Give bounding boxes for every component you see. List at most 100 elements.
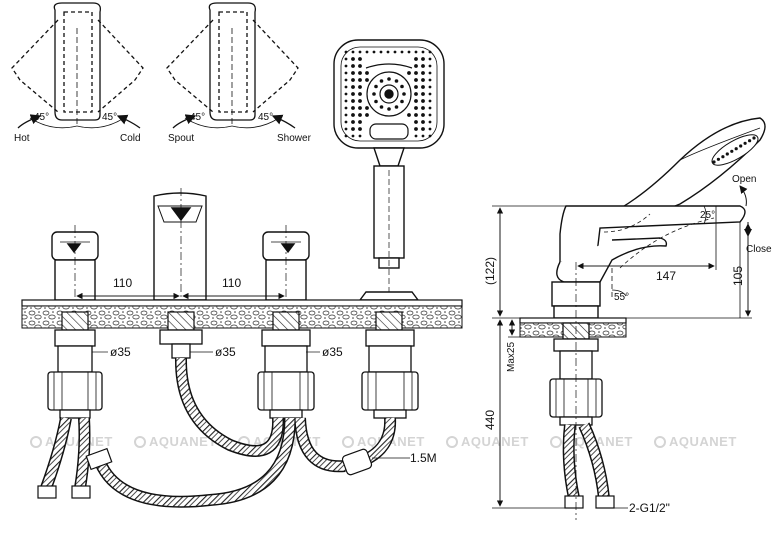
nozzle-dot — [358, 57, 362, 61]
side-angle-guides — [611, 205, 718, 300]
nozzle-dot — [414, 127, 418, 131]
nozzle-dot — [344, 106, 348, 110]
nozzle-dot — [428, 50, 432, 54]
nozzle-dot — [351, 85, 355, 89]
nozzle-dot — [379, 79, 384, 83]
thread-label: 2-G1/2" — [629, 501, 670, 515]
nozzle-dot — [414, 134, 418, 138]
nozzle-dot — [421, 85, 425, 89]
nozzle-dot — [351, 99, 355, 103]
nozzle-dot — [344, 113, 348, 117]
side-shower-head — [604, 117, 766, 227]
diameter-2-label: ø35 — [215, 345, 236, 359]
side-nozzle-dot — [739, 144, 743, 148]
side-nozzle-dot — [752, 136, 756, 140]
nozzle-dot — [365, 71, 369, 75]
aquanet-logo-icon: AQUANET — [446, 434, 529, 449]
nozzle-dot — [351, 106, 355, 110]
nozzle-dot — [386, 50, 390, 54]
cold-arrow-icon — [116, 114, 141, 129]
angle-bottom-label: 55° — [614, 292, 629, 303]
nozzle-dot — [358, 78, 362, 82]
nozzle-dot — [428, 120, 432, 124]
nozzle-dot — [351, 113, 355, 117]
nozzle-dot — [358, 64, 362, 68]
hose-fittings — [37, 447, 373, 499]
deck-slab — [21, 299, 463, 329]
open-arrow-icon — [739, 185, 748, 207]
height-105-label: 105 — [731, 266, 745, 286]
nozzle-dot — [379, 50, 383, 54]
nozzle-dot — [351, 57, 355, 61]
nozzle-dot — [344, 57, 348, 61]
angle-shower: 45° — [258, 112, 273, 123]
max-deck-label: Max25 — [506, 342, 517, 372]
side-nozzle-dot — [743, 141, 747, 145]
nozzle-dot — [421, 71, 425, 75]
nozzle-dot — [400, 99, 404, 104]
nozzle-dot — [379, 105, 384, 109]
nozzle-dot — [358, 113, 362, 117]
nozzle-dot — [428, 71, 432, 75]
nozzle-dot — [365, 106, 369, 110]
angle-spout: 45° — [190, 112, 205, 123]
reach-147-label: 147 — [656, 269, 676, 283]
side-nozzle-dot — [725, 152, 729, 156]
nozzle-dot — [344, 134, 348, 138]
side-hose-fittings — [564, 495, 615, 509]
threaded-shanks — [61, 311, 403, 331]
side-nozzle-dot — [734, 147, 738, 151]
nozzle-dot — [428, 78, 432, 82]
nozzle-dot — [421, 50, 425, 54]
nozzle-dot — [358, 120, 362, 124]
nozzle-dot — [344, 92, 348, 96]
height-440-label: 440 — [483, 410, 497, 430]
side-nozzle-dot — [712, 160, 716, 164]
nozzle-dot — [428, 99, 432, 103]
nozzle-dot — [421, 120, 425, 124]
shower-arrow-icon — [271, 114, 296, 129]
nozzle-dot — [400, 84, 404, 89]
mounting-nuts — [47, 329, 419, 419]
label-shower: Shower — [277, 133, 312, 144]
nozzle-dot — [421, 57, 425, 61]
nozzle-dot — [394, 105, 399, 109]
nozzle-dot — [414, 92, 418, 96]
side-hoses — [562, 422, 610, 500]
nozzle-dot — [351, 71, 355, 75]
nozzle-dot — [428, 106, 432, 110]
nozzle-dot — [374, 84, 378, 89]
nozzle-dot — [351, 64, 355, 68]
nozzle-dot — [414, 99, 418, 103]
nozzle-dot — [372, 50, 376, 54]
angle-cold: 45° — [102, 112, 117, 123]
side-nozzle-dot — [721, 155, 725, 159]
nozzle-dot — [344, 99, 348, 103]
close-label: Close — [746, 244, 772, 255]
nozzle-dot — [351, 134, 355, 138]
side-nozzle-dot — [716, 157, 721, 161]
label-cold: Cold — [120, 133, 141, 144]
spacing-2-label: 110 — [222, 276, 241, 290]
nozzle-dot — [428, 113, 432, 117]
hot-arrow-icon — [17, 114, 42, 129]
nozzle-dot — [351, 92, 355, 96]
aquanet-logo-icon: AQUANET — [654, 434, 736, 449]
nozzle-dot — [394, 79, 399, 83]
handle-top-view-icon — [53, 2, 101, 121]
nozzle-dot — [414, 106, 418, 110]
watermark-text: AQUANET — [461, 434, 529, 449]
nozzle-dot — [344, 85, 348, 89]
nozzle-dot — [428, 92, 432, 96]
nozzle-dot — [428, 85, 432, 89]
side-vertical-dimensions — [492, 205, 752, 509]
nozzle-dot — [351, 50, 355, 54]
nozzle-dot — [414, 78, 418, 82]
side-nozzle-dot — [748, 139, 752, 143]
nozzle-dot — [372, 92, 376, 96]
diameter-1-label: ø35 — [110, 345, 131, 359]
nozzle-dot — [421, 78, 425, 82]
angle-top-label: 25° — [700, 210, 715, 221]
nozzle-dot — [428, 127, 432, 131]
